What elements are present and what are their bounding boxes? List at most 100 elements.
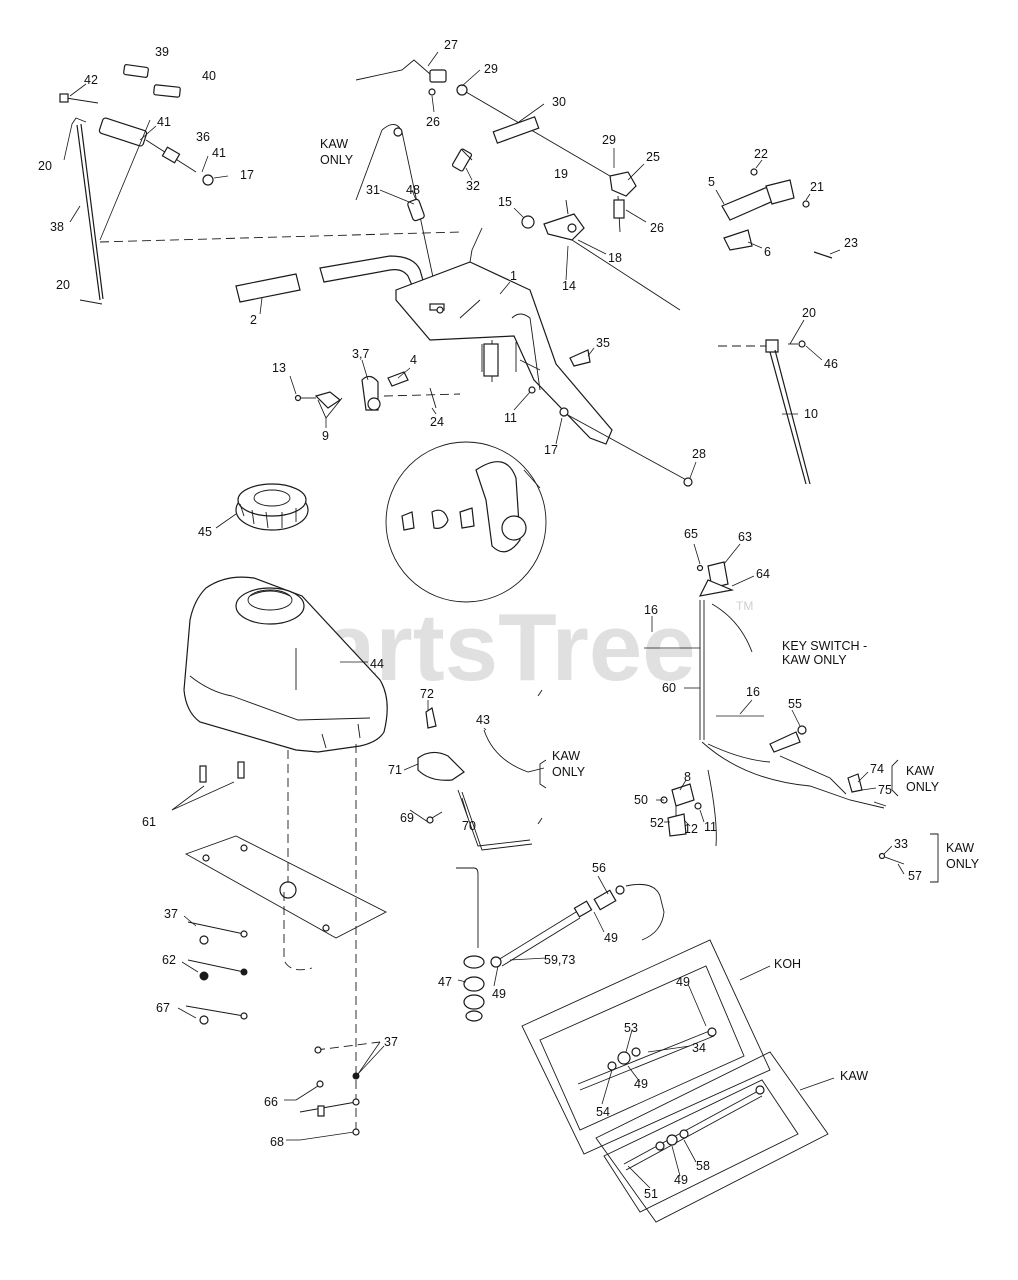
label-kaw: KAW	[840, 1069, 868, 1083]
callout-44: 44	[370, 657, 384, 671]
callout-13: 13	[272, 361, 286, 375]
kaw-variant-box	[595, 1051, 835, 1223]
mounting-hardware-left	[171, 761, 248, 1025]
callout-70: 70	[462, 819, 476, 833]
callout-11: 11	[704, 820, 717, 834]
callout-37: 37	[384, 1035, 398, 1049]
callout-53: 53	[624, 1021, 638, 1035]
callout-66: 66	[264, 1095, 278, 1109]
callout-29: 29	[602, 133, 616, 147]
callout-67: 67	[156, 1001, 170, 1015]
note-kaw-only: ONLY	[320, 153, 354, 167]
callout-57: 57	[908, 869, 922, 883]
callout-38: 38	[50, 220, 64, 234]
note-kaw-only: KAW	[552, 749, 580, 763]
callout-22: 22	[754, 147, 768, 161]
callout-54: 54	[596, 1105, 610, 1119]
callout-74: 74	[870, 762, 884, 776]
callout-4: 4	[410, 353, 417, 367]
callout-40: 40	[202, 69, 216, 83]
callout-43: 43	[476, 713, 490, 727]
fuel-filter-assembly	[456, 867, 665, 1022]
cable-clamp-assembly	[521, 199, 681, 311]
callout-65: 65	[684, 527, 698, 541]
callout-35: 35	[596, 336, 610, 350]
note-kaw-only: ONLY	[946, 857, 980, 871]
handle-and-control-panel	[235, 227, 693, 487]
bracket-assembly-right	[721, 168, 833, 259]
callout-72: 72	[420, 687, 434, 701]
callout-6: 6	[764, 245, 771, 259]
callout-11: 11	[504, 411, 517, 425]
svg-text:TM: TM	[736, 599, 753, 613]
note-key-switch: KAW ONLY	[782, 653, 847, 667]
callout-2: 2	[250, 313, 257, 327]
callout-41: 41	[212, 146, 226, 160]
callout-3-7: 3,7	[352, 347, 369, 361]
note-kaw-only: KAW	[946, 841, 974, 855]
callout-16: 16	[644, 603, 658, 617]
callout-21: 21	[810, 180, 824, 194]
label-koh: KOH	[774, 957, 801, 971]
callout-48: 48	[406, 183, 420, 197]
callout-17: 17	[240, 168, 254, 182]
callout-5: 5	[708, 175, 715, 189]
callout-24: 24	[430, 415, 444, 429]
variant-notes: KAW ONLY KEY SWITCH - KAW ONLY KAW ONLY …	[320, 137, 980, 1083]
part-callouts: 39 40 42 41 36 41 17 20 38 20 27 29 30 2…	[38, 38, 922, 1201]
callout-52: 52	[650, 816, 664, 830]
callout-23: 23	[844, 236, 858, 250]
callout-37: 37	[164, 907, 178, 921]
control-rod-assembly-left	[59, 64, 461, 305]
callout-18: 18	[608, 251, 622, 265]
switch-assembly	[660, 783, 702, 837]
callout-60: 60	[662, 681, 676, 695]
callout-69: 69	[400, 811, 414, 825]
leader-lines	[63, 51, 905, 1189]
callout-47: 47	[438, 975, 452, 989]
small-hardware-cluster	[294, 371, 461, 419]
callout-32: 32	[466, 179, 480, 193]
callout-45: 45	[198, 525, 212, 539]
mounting-hardware-bottom	[295, 1041, 385, 1141]
callout-49: 49	[634, 1077, 648, 1091]
callout-30: 30	[552, 95, 566, 109]
bolt-33-57	[878, 833, 939, 883]
callout-26: 26	[650, 221, 664, 235]
callout-75: 75	[878, 783, 892, 797]
callout-1: 1	[510, 269, 517, 283]
callout-20: 20	[56, 278, 70, 292]
callout-9: 9	[322, 429, 329, 443]
callout-16: 16	[746, 685, 760, 699]
callout-63: 63	[738, 530, 752, 544]
callout-46: 46	[824, 357, 838, 371]
callout-58: 58	[696, 1159, 710, 1173]
note-kaw-only: ONLY	[906, 780, 940, 794]
callout-33: 33	[894, 837, 908, 851]
callout-15: 15	[498, 195, 512, 209]
callout-8: 8	[684, 770, 691, 784]
key-switch-wiring	[644, 561, 887, 847]
throttle-lever-top	[355, 59, 637, 311]
callout-20: 20	[38, 159, 52, 173]
shift-rod-10	[718, 339, 811, 485]
callout-49: 49	[674, 1173, 688, 1187]
callout-64: 64	[756, 567, 770, 581]
callout-56: 56	[592, 861, 606, 875]
koh-variant-box	[521, 939, 771, 1155]
note-key-switch: KEY SWITCH -	[782, 639, 867, 653]
detail-circle	[385, 441, 547, 603]
callout-71: 71	[388, 763, 402, 777]
callout-39: 39	[155, 45, 169, 59]
callout-49: 49	[676, 975, 690, 989]
callout-20: 20	[802, 306, 816, 320]
callout-10: 10	[804, 407, 818, 421]
callout-31: 31	[366, 183, 380, 197]
fuel-cap	[235, 483, 309, 531]
callout-25: 25	[646, 150, 660, 164]
callout-50: 50	[634, 793, 648, 807]
callout-51: 51	[644, 1187, 658, 1201]
callout-42: 42	[84, 73, 98, 87]
callout-41: 41	[157, 115, 171, 129]
note-kaw-only: KAW	[906, 764, 934, 778]
